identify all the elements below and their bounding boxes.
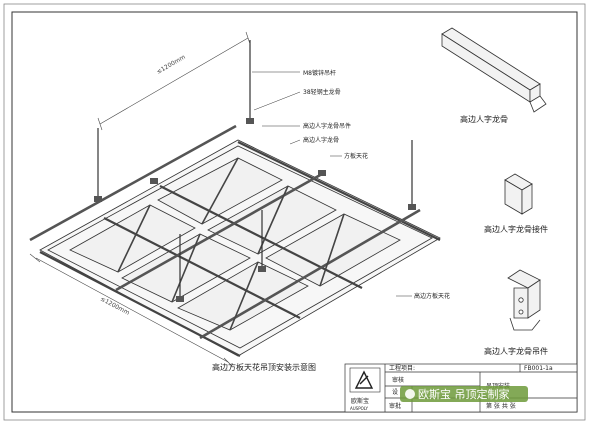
keel-profile-icon xyxy=(441,27,547,113)
ceiling-inner-outline xyxy=(47,145,433,349)
company-logo xyxy=(349,367,381,393)
dimension-top xyxy=(97,31,251,131)
keel-hanger-icon xyxy=(507,269,541,331)
design-label: 设 xyxy=(392,388,398,396)
callout-m8-rod: M8镀锌吊杆 xyxy=(303,69,336,77)
hanger-rods xyxy=(97,40,413,300)
panel xyxy=(69,204,196,273)
callout-keel-hanger: 高边人字龙骨吊件 xyxy=(303,122,351,130)
project-label: 工程项目: xyxy=(389,364,415,372)
dimension-bottom-label: ≤1200mm xyxy=(99,296,131,317)
watermark-text: 欧斯宝 吊顶定制家 xyxy=(418,387,510,401)
part-caption-connector: 高边人字龙骨接件 xyxy=(484,224,548,234)
ceiling-assembly xyxy=(29,40,441,357)
part-caption-hanger: 高边人字龙骨吊件 xyxy=(484,346,548,356)
callout-leaders xyxy=(252,71,412,297)
dimension-bottom xyxy=(29,253,233,367)
sheet-label: 第 张 共 张 xyxy=(486,402,516,410)
main-keels xyxy=(29,124,421,340)
company-name: 欧斯宝 xyxy=(351,397,369,405)
hanger-clips xyxy=(94,118,416,302)
callout-square-panel: 方板天花 xyxy=(344,152,368,160)
diagram-title: 高边方板天花吊顶安装示意图 xyxy=(212,362,316,372)
keel-connector-icon xyxy=(504,173,533,215)
cross-members xyxy=(117,157,345,331)
company-name-en: AUSPOLY xyxy=(350,406,368,411)
callout-main-keel: 38轻钢主龙骨 xyxy=(303,88,341,96)
dimension-top-label: ≤1200mm xyxy=(156,54,187,76)
callout-herringbone-keel: 高边人字龙骨 xyxy=(303,136,339,144)
callout-high-edge-panel: 高边方板天花 xyxy=(414,292,450,300)
drawing-frame xyxy=(3,3,586,421)
panel xyxy=(207,185,337,255)
watermark: 欧斯宝 吊顶定制家 xyxy=(400,386,528,402)
panel xyxy=(265,213,401,287)
review-label: 审核 xyxy=(392,376,404,384)
approve-label: 审批 xyxy=(389,402,401,410)
panel xyxy=(177,261,309,331)
part-caption-keel: 高边人字龙骨 xyxy=(460,114,508,124)
drawing-border xyxy=(11,11,578,413)
drawing-number: FB001-1a xyxy=(524,365,553,372)
